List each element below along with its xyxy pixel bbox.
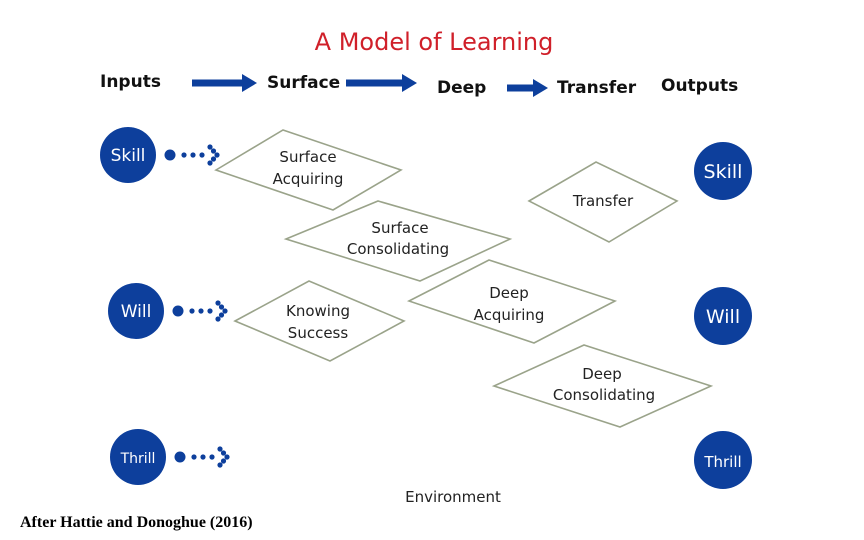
- phase-label-line: Surface: [371, 219, 428, 237]
- input-skill: Skill: [100, 127, 220, 183]
- phase-label-line: Surface: [279, 148, 336, 166]
- phase-label-line: Deep: [582, 365, 622, 383]
- dotted-arrow-icon: [164, 144, 220, 166]
- output-thrill: Thrill: [694, 431, 752, 489]
- input-label-skill: Skill: [111, 146, 146, 166]
- stage-header-transfer: Transfer: [557, 78, 637, 98]
- header-arrow-2: [346, 74, 417, 92]
- source-caption: After Hattie and Donoghue (2016): [20, 514, 253, 531]
- stage-header-surface: Surface: [267, 73, 340, 93]
- diagram-title: A Model of Learning: [315, 28, 554, 56]
- output-skill: Skill: [694, 142, 752, 200]
- phase-label-line: Acquiring: [273, 170, 344, 188]
- output-will: Will: [694, 287, 752, 345]
- phase-label-line: Consolidating: [553, 386, 655, 404]
- phase-diamond: [491, 344, 714, 428]
- stage-header-deep: Deep: [437, 78, 486, 98]
- input-label-thrill: Thrill: [120, 451, 156, 467]
- output-label-will: Will: [706, 306, 740, 328]
- dotted-arrow-icon: [174, 446, 230, 468]
- input-circle-thrill: [110, 429, 166, 485]
- dotted-arrow-icon: [172, 300, 228, 322]
- input-circle-will: [108, 283, 164, 339]
- output-label-thrill: Thrill: [703, 453, 741, 471]
- phase-diamond: [527, 161, 679, 243]
- phase-diamond: [233, 280, 406, 362]
- output-circle-thrill: [694, 431, 752, 489]
- input-circle-skill: [100, 127, 156, 183]
- stage-header-inputs: Inputs: [100, 72, 161, 92]
- header-arrow-1: [192, 74, 257, 92]
- input-thrill: Thrill: [110, 429, 230, 485]
- header-arrow-3: [507, 79, 548, 97]
- stage-header-outputs: Outputs: [661, 76, 738, 96]
- output-circle-skill: [694, 142, 752, 200]
- phase-label-line: Knowing: [286, 302, 350, 320]
- phase-label-line: Transfer: [572, 192, 634, 210]
- phase-transfer: Transfer: [527, 161, 679, 243]
- phase-label-line: Acquiring: [474, 306, 545, 324]
- output-label-skill: Skill: [704, 161, 743, 183]
- input-will: Will: [108, 283, 228, 339]
- environment-label: Environment: [405, 488, 501, 506]
- output-circle-will: [694, 287, 752, 345]
- phase-label-line: Consolidating: [347, 240, 449, 258]
- phase-label-line: Deep: [489, 284, 529, 302]
- phase-diamond: [214, 129, 403, 211]
- phase-diamond: [406, 259, 618, 344]
- phase-label-line: Success: [288, 324, 349, 342]
- input-label-will: Will: [121, 302, 152, 322]
- phase-diamond: [283, 200, 513, 282]
